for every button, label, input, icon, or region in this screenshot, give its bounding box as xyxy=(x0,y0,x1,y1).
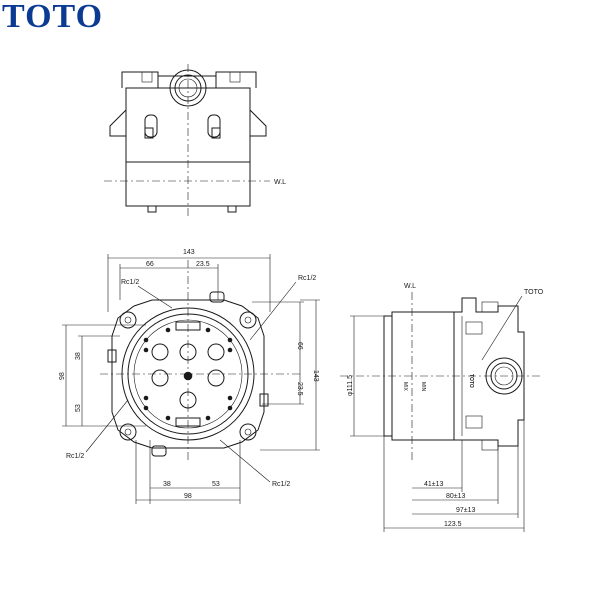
dim-80: 80±13 xyxy=(446,493,466,500)
dim-bottom-98: 98 xyxy=(184,493,192,500)
front-view: 143 66 23.5 66 23.5 143 98 38 53 38 5 xyxy=(59,249,320,504)
rc-label-bottom-left: Rc1/2 xyxy=(66,453,84,460)
dim-41: 41±13 xyxy=(424,481,444,488)
rc-label-top-right: Rc1/2 xyxy=(298,275,316,282)
dim-right-23-5: 23.5 xyxy=(296,382,303,396)
rc-label-bottom-right: Rc1/2 xyxy=(272,481,290,488)
dim-left-98: 98 xyxy=(59,372,66,380)
dim-left-38: 38 xyxy=(75,352,82,360)
dim-top-66: 66 xyxy=(146,261,154,268)
side-view: W.L MIX MIN TOTO TOTO φ111.5 41±13 xyxy=(340,283,544,532)
rc-label-top-left: Rc1/2 xyxy=(121,279,139,286)
side-wl-label: W.L xyxy=(404,283,416,290)
dim-diameter: φ111.5 xyxy=(347,375,354,396)
mark-mix: MIX xyxy=(402,382,408,392)
mark-min: MIN xyxy=(420,382,426,392)
dim-97: 97±13 xyxy=(456,507,476,514)
dim-top-23-5: 23.5 xyxy=(196,261,210,268)
dim-top-total: 143 xyxy=(183,249,195,256)
dim-right-143: 143 xyxy=(312,370,319,382)
top-view: W.L xyxy=(104,64,286,218)
side-toto-label: TOTO xyxy=(524,289,544,296)
toto-logo: TOTO xyxy=(2,0,104,35)
dim-right-66: 66 xyxy=(296,342,303,350)
dim-left-53: 53 xyxy=(75,404,82,412)
dim-bottom-53: 53 xyxy=(212,481,220,488)
dim-bottom-38: 38 xyxy=(163,481,171,488)
dim-123-5: 123.5 xyxy=(444,521,462,528)
top-wl-label: W.L xyxy=(274,179,286,186)
mark-toto: TOTO xyxy=(468,374,474,388)
